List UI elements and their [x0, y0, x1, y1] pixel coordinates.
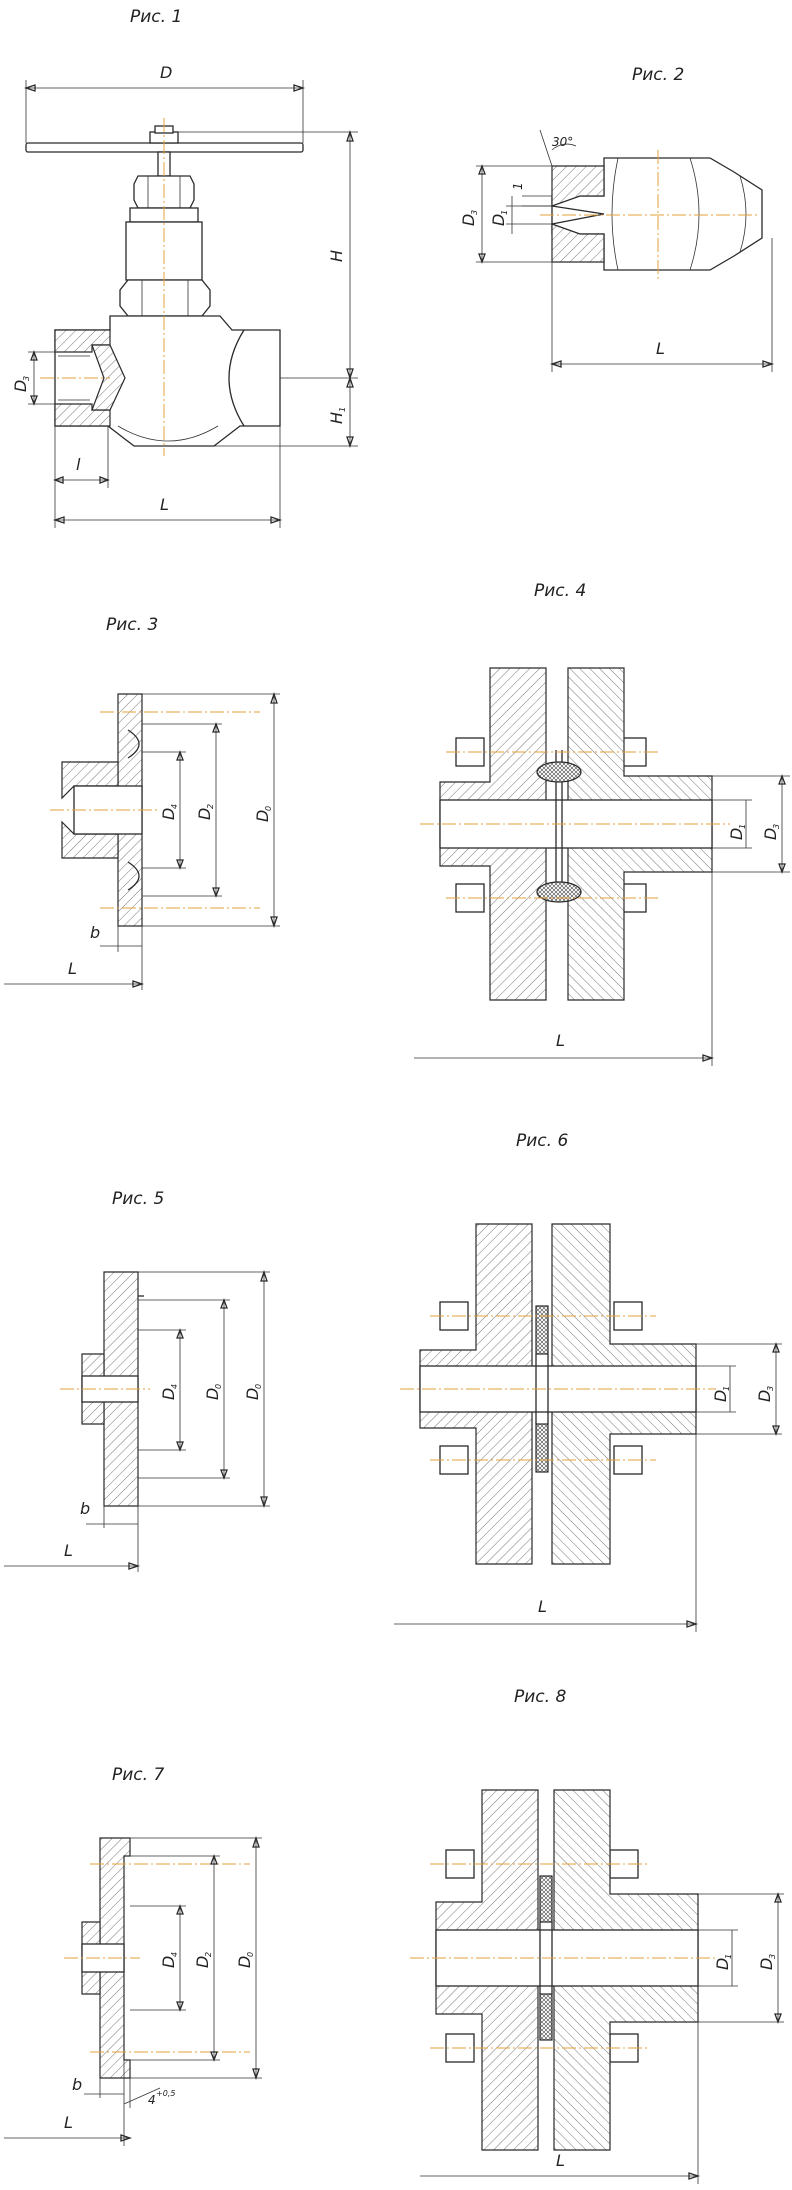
figure-1-caption: Рис. 1	[130, 7, 182, 27]
dim-label-D4: D	[159, 808, 178, 820]
dim-label-b: b	[90, 923, 100, 942]
figure-1-valve: Рис. 1 D	[11, 7, 358, 528]
dim-label-D1: D	[727, 828, 746, 840]
dim-label-D: D	[160, 63, 172, 82]
dim-label-l: l	[76, 455, 81, 474]
dim-label-b: b	[80, 1499, 90, 1518]
dim-label-D1-sub: 1	[500, 210, 509, 215]
figure-7-grooved-flange: Рис. 7 D 4 D 2 D 0 b	[4, 1765, 262, 2146]
figure-8-flange-joint: Рис. 8 D 1 D 3 L	[410, 1687, 784, 2184]
dim-label-D4: D	[159, 1388, 178, 1400]
dim-label-D1-sub: 1	[738, 824, 747, 829]
dim-label-D1-sub: 1	[724, 1954, 733, 1959]
figure-2-nipple: Рис. 2 30° 1 D 3 D 1	[459, 65, 775, 372]
dim-label-D0: D	[253, 810, 272, 822]
figure-3-flange: Рис. 3 D 4 D 2 D 0 b	[4, 615, 280, 990]
dim-label-D1: D	[711, 1390, 730, 1402]
dim-label-H1: H	[327, 412, 346, 424]
angle-30: 30°	[552, 135, 573, 149]
dim-label-4: 4	[148, 2093, 156, 2107]
figure-6-caption: Рис. 6	[516, 1131, 568, 1151]
dim-label-D1: D	[713, 1958, 732, 1970]
dim-label-D4-sub: 4	[170, 1952, 179, 1957]
oval-gasket-bottom	[536, 881, 582, 903]
dim-label-L: L	[538, 1597, 547, 1616]
dim-label-D0-outer-sub: 0	[254, 1384, 263, 1389]
dim-label-D0-outer: D	[243, 1388, 262, 1400]
dim-label-D1-sub: 1	[722, 1386, 731, 1391]
dim-label-H1-sub: 1	[338, 407, 347, 412]
dim-label-D4-sub: 4	[170, 804, 179, 809]
dim-label-D3-sub: 3	[766, 1386, 775, 1391]
figure-6-flange-joint: Рис. 6 D 1 D 3 L	[394, 1131, 782, 1632]
figure-2-caption: Рис. 2	[632, 65, 684, 85]
dim-label-L: L	[160, 495, 169, 514]
dim-label-L: L	[656, 339, 665, 358]
dim-label-D0-sub: 0	[246, 1952, 255, 1957]
dim-label-D0: D	[235, 1956, 254, 1968]
dim-label-D4-sub: 4	[170, 1384, 179, 1389]
dim-label-D3: D	[757, 1958, 776, 1970]
dim-label-L: L	[68, 959, 77, 978]
dim-label-L: L	[64, 2113, 73, 2132]
bonnet-nut	[119, 279, 211, 317]
dim-label-D0-inner-sub: 0	[214, 1384, 223, 1389]
flat-gasket-bottom	[535, 1423, 549, 1473]
dim-label-D2-sub: 2	[204, 1952, 213, 1957]
dim-label-D3-sub: 3	[772, 824, 781, 829]
dim-label-L: L	[556, 1031, 565, 1050]
dim-label-D3: D	[11, 380, 30, 392]
ring-gasket-top	[539, 1875, 553, 1923]
dim-label-D0-sub: 0	[264, 806, 273, 811]
body-contour	[228, 329, 245, 427]
dim-label-D2: D	[193, 1956, 212, 1968]
dim-label-D3: D	[459, 214, 478, 226]
figure-5-flat-flange: Рис. 5 D 4 D 0 D 0 b	[4, 1189, 270, 1572]
figure-8-caption: Рис. 8	[514, 1687, 566, 1707]
hub-bottom	[61, 820, 119, 859]
dim-label-D3-sub: 3	[768, 1954, 777, 1959]
dim-label-D2: D	[195, 808, 214, 820]
figure-5-caption: Рис. 5	[112, 1189, 164, 1209]
dim-label-b: b	[72, 2075, 82, 2094]
dim-label-tolerance: +0,5	[156, 2089, 175, 2098]
figure-4-flange-joint: Рис. 4 D 1 D 3	[414, 581, 790, 1066]
dim-label-D0-inner: D	[203, 1388, 222, 1400]
dim-label-D3-sub: 3	[22, 376, 31, 381]
figure-7-caption: Рис. 7	[112, 1765, 164, 1785]
dim-label-D4: D	[159, 1956, 178, 1968]
nipple-tip-bottom	[551, 223, 605, 263]
dim-label-L: L	[556, 2151, 565, 2170]
nipple-tip-top	[551, 165, 605, 207]
flat-gasket-top	[535, 1305, 549, 1355]
dim-label-H: H	[327, 250, 346, 262]
dim-label-D1: D	[489, 214, 508, 226]
dim-label-L: L	[64, 1541, 73, 1560]
oval-gasket-top	[536, 761, 582, 783]
dim-label-D3-sub: 3	[470, 210, 479, 215]
figure-4-caption: Рис. 4	[534, 581, 586, 601]
dim-label-D3: D	[761, 828, 780, 840]
ring-gasket-bottom	[539, 1993, 553, 2041]
dim-label-D3: D	[755, 1390, 774, 1402]
dim-label-1: 1	[511, 182, 525, 190]
figure-3-caption: Рис. 3	[106, 615, 158, 635]
dim-label-D2-sub: 2	[206, 804, 215, 809]
